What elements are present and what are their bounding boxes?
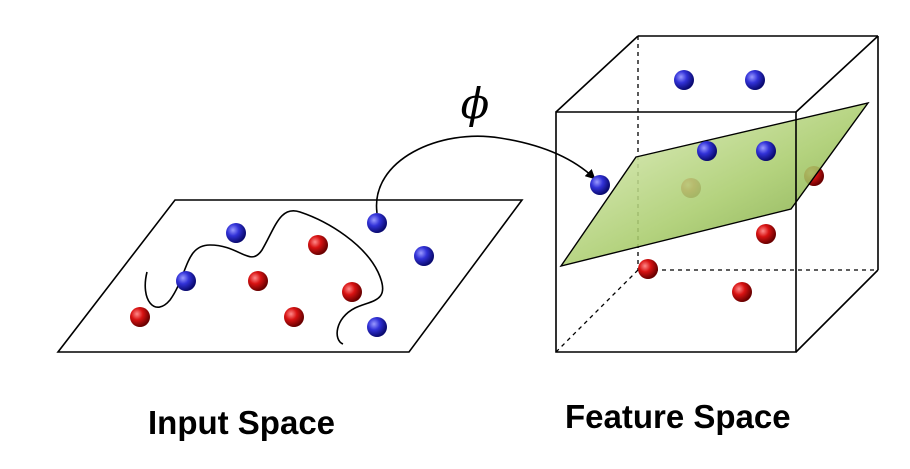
feature-point-blue [756,141,776,161]
feature-point-red [638,259,658,279]
cube-hidden-edge [556,270,638,352]
feature-point-blue [590,175,610,195]
feature-point-blue [697,141,717,161]
input-point-blue [367,213,387,233]
input-point-red [248,271,268,291]
input-point-blue [414,246,434,266]
input-point-red [130,307,150,327]
feature-point-blue [674,70,694,90]
feature-space-label: Feature Space [565,398,791,436]
cube-edge [796,36,878,112]
feature-point-red [732,282,752,302]
input-point-blue [226,223,246,243]
feature-point-blue [745,70,765,90]
input-point-red [308,235,328,255]
phi-mapping: ϕ [377,79,594,213]
input-plane [58,200,522,352]
input-point-red [284,307,304,327]
phi-label: ϕ [461,79,490,128]
feature-space [556,36,878,352]
feature-point-red [756,224,776,244]
input-space [58,200,522,352]
cube-edge [556,36,638,112]
input-point-blue [367,317,387,337]
input-point-blue [176,271,196,291]
input-point-red [342,282,362,302]
cube-edge [796,270,878,352]
input-space-label: Input Space [148,404,335,442]
